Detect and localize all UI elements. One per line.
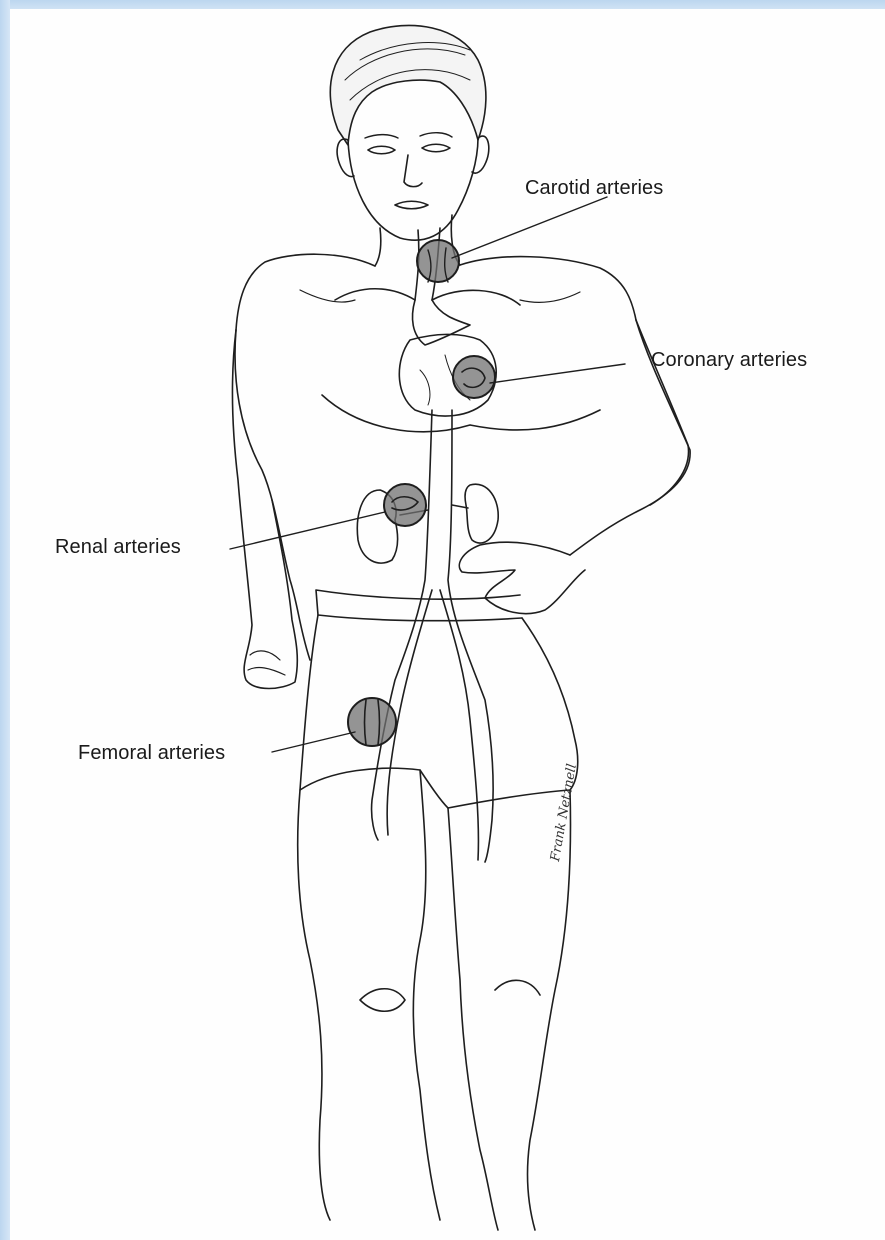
femoral-marker bbox=[348, 698, 396, 746]
femoral-leader bbox=[272, 732, 355, 752]
left-arm bbox=[232, 330, 297, 689]
shoulder-right bbox=[460, 257, 636, 320]
mouth bbox=[395, 201, 428, 209]
right-knee bbox=[495, 980, 540, 995]
left-leg-inner bbox=[413, 770, 440, 1220]
carotid-leader bbox=[452, 197, 607, 258]
renal-label: Renal arteries bbox=[55, 536, 181, 559]
aortic-arch bbox=[412, 300, 470, 345]
left-hand bbox=[248, 651, 285, 675]
subclavian-right bbox=[432, 290, 520, 305]
right-leg-inner bbox=[448, 808, 498, 1230]
femoral-label: Femoral arteries bbox=[78, 742, 225, 765]
face bbox=[348, 138, 478, 240]
coronary-marker bbox=[453, 356, 495, 398]
carotid-label: Carotid arteries bbox=[525, 177, 663, 200]
nose bbox=[404, 155, 422, 187]
hair bbox=[330, 25, 486, 145]
left-eye bbox=[368, 146, 395, 154]
renal-marker bbox=[384, 484, 426, 526]
aorta-right-wall bbox=[448, 410, 493, 862]
right-eye bbox=[422, 144, 450, 152]
renal-leader bbox=[230, 512, 385, 549]
subclavian-left bbox=[335, 289, 415, 300]
shorts-right bbox=[448, 618, 578, 808]
chest-line bbox=[322, 395, 600, 432]
carotid-marker bbox=[417, 240, 459, 282]
right-kidney bbox=[465, 484, 498, 543]
coronary-label: Coronary arteries bbox=[651, 349, 807, 372]
left-knee bbox=[360, 989, 405, 1012]
torso-left bbox=[235, 330, 310, 660]
coronary-leader bbox=[490, 364, 625, 383]
left-leg bbox=[298, 790, 330, 1220]
torso-right bbox=[636, 320, 689, 505]
right-hand bbox=[459, 542, 585, 613]
